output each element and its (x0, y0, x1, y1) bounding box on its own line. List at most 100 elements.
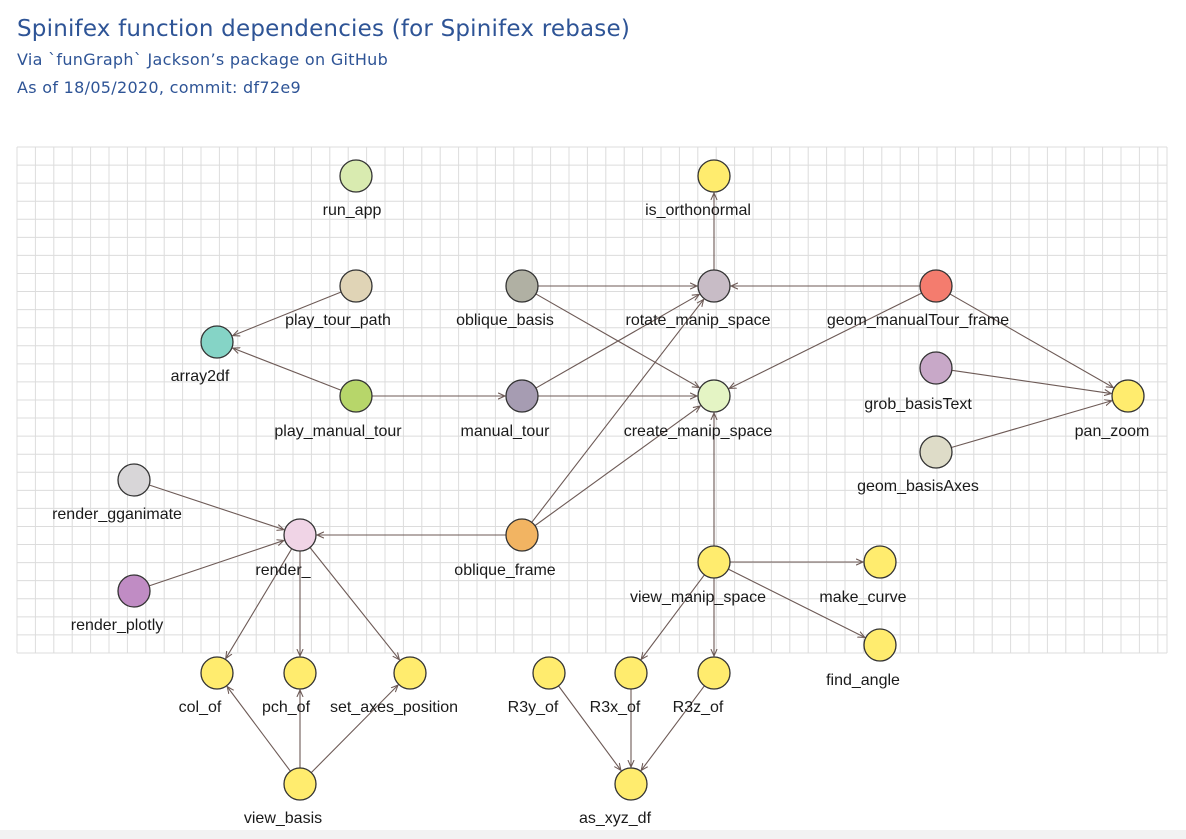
node-label: oblique_frame (454, 562, 556, 579)
node-R3x_of[interactable]: R3x_of (590, 656, 648, 716)
node-circle[interactable] (339, 269, 373, 303)
node-R3z_of[interactable]: R3z_of (673, 656, 731, 716)
node-circle[interactable] (919, 435, 953, 469)
edge-grob_basisText-to-pan_zoom (951, 369, 1111, 393)
node-label: create_manip_space (624, 423, 773, 440)
node-circle[interactable] (283, 656, 317, 690)
node-circle[interactable] (505, 379, 539, 413)
node-as_xyz_df[interactable]: as_xyz_df (579, 767, 652, 827)
node-circle[interactable] (697, 159, 731, 193)
node-label: render_ (255, 562, 311, 579)
node-circle[interactable] (863, 545, 897, 579)
node-oblique_frame[interactable]: oblique_frame (454, 518, 556, 579)
node-label: R3x_of (590, 699, 641, 716)
node-col_of[interactable]: col_of (179, 656, 234, 716)
node-circle[interactable] (863, 628, 897, 662)
node-circle[interactable] (283, 767, 317, 801)
node-circle[interactable] (532, 656, 566, 690)
node-pch_of[interactable]: pch_of (262, 656, 317, 716)
node-circle[interactable] (393, 656, 427, 690)
node-label: manual_tour (461, 423, 551, 440)
edge-view_basis-to-set_axes_position (310, 685, 398, 774)
node-circle[interactable] (117, 463, 151, 497)
node-label: render_plotly (71, 617, 164, 634)
node-rotate_manip_space[interactable]: rotate_manip_space (626, 269, 771, 329)
node-play_tour_path[interactable]: play_tour_path (285, 269, 391, 329)
node-label: find_angle (826, 672, 900, 689)
page-title: Spinifex function dependencies (for Spin… (17, 16, 631, 42)
node-label: grob_basisText (864, 396, 972, 413)
node-label: run_app (323, 202, 382, 219)
edge-view_manip_space-to-R3x_of (641, 574, 705, 660)
edge-manual_tour-to-rotate_manip_space (535, 294, 699, 389)
node-play_manual_tour[interactable]: play_manual_tour (274, 379, 402, 440)
node-circle[interactable] (697, 269, 731, 303)
background-grid (16, 146, 1168, 654)
edge-R3z_of-to-as_xyz_df (641, 685, 705, 771)
node-circle[interactable] (697, 545, 731, 579)
edges (148, 193, 1113, 774)
node-render_gganimate[interactable]: render_gganimate (52, 463, 182, 523)
node-circle[interactable] (505, 518, 539, 552)
edge-render_gganimate-to-render_ (149, 484, 284, 530)
node-label: render_gganimate (52, 506, 182, 523)
node-view_manip_space[interactable]: view_manip_space (630, 545, 766, 606)
node-circle[interactable] (339, 159, 373, 193)
node-circle[interactable] (614, 656, 648, 690)
node-create_manip_space[interactable]: create_manip_space (624, 379, 773, 440)
node-label: R3z_of (673, 699, 724, 716)
node-circle[interactable] (919, 351, 953, 385)
node-circle[interactable] (919, 269, 953, 303)
node-label: oblique_basis (456, 312, 554, 329)
edge-play_tour_path-to-array2df (233, 291, 342, 336)
edge-play_manual_tour-to-array2df (233, 348, 342, 391)
node-set_axes_position[interactable]: set_axes_position (330, 656, 458, 716)
node-circle[interactable] (200, 656, 234, 690)
node-find_angle[interactable]: find_angle (826, 628, 900, 689)
node-circle[interactable] (505, 269, 539, 303)
node-geom_basisAxes[interactable]: geom_basisAxes (857, 435, 979, 495)
edge-geom_manualTour_frame-to-create_manip_space (729, 292, 922, 388)
node-manual_tour[interactable]: manual_tour (461, 379, 551, 440)
edge-render_-to-set_axes_position (309, 547, 399, 660)
node-circle[interactable] (614, 767, 648, 801)
node-pan_zoom[interactable]: pan_zoom (1075, 379, 1150, 440)
node-label: is_orthonormal (645, 202, 751, 219)
node-circle[interactable] (117, 574, 151, 608)
node-R3y_of[interactable]: R3y_of (508, 656, 566, 716)
node-circle[interactable] (697, 379, 731, 413)
node-geom_manualTour_frame[interactable]: geom_manualTour_frame (827, 269, 1009, 329)
node-run_app[interactable]: run_app (323, 159, 382, 219)
node-circle[interactable] (283, 518, 317, 552)
node-grob_basisText[interactable]: grob_basisText (864, 351, 972, 413)
node-view_basis[interactable]: view_basis (244, 767, 322, 827)
edge-view_basis-to-col_of (227, 687, 291, 772)
node-circle[interactable] (200, 325, 234, 359)
node-render_plotly[interactable]: render_plotly (71, 574, 164, 634)
node-circle[interactable] (339, 379, 373, 413)
bottom-strip (0, 830, 1186, 839)
node-label: array2df (171, 368, 230, 385)
node-circle[interactable] (1111, 379, 1145, 413)
node-label: pch_of (262, 699, 311, 716)
node-label: R3y_of (508, 699, 559, 716)
node-label: geom_basisAxes (857, 478, 979, 495)
node-label: play_manual_tour (274, 423, 402, 440)
node-circle[interactable] (697, 656, 731, 690)
node-label: play_tour_path (285, 312, 391, 329)
node-label: view_manip_space (630, 589, 766, 606)
edge-geom_manualTour_frame-to-pan_zoom (949, 293, 1113, 388)
edge-R3y_of-to-as_xyz_df (558, 685, 621, 770)
node-oblique_basis[interactable]: oblique_basis (456, 269, 554, 329)
node-is_orthonormal[interactable]: is_orthonormal (645, 159, 751, 219)
header: Spinifex function dependencies (for Spin… (17, 16, 630, 106)
node-make_curve[interactable]: make_curve (819, 545, 907, 606)
edge-oblique_frame-to-create_manip_space (534, 406, 700, 527)
node-label: as_xyz_df (579, 810, 652, 827)
node-render_[interactable]: render_ (255, 518, 317, 579)
node-label: col_of (179, 699, 222, 716)
edge-oblique_frame-to-rotate_manip_space (531, 299, 704, 523)
node-array2df[interactable]: array2df (171, 325, 234, 385)
edge-render_-to-col_of (226, 548, 293, 659)
